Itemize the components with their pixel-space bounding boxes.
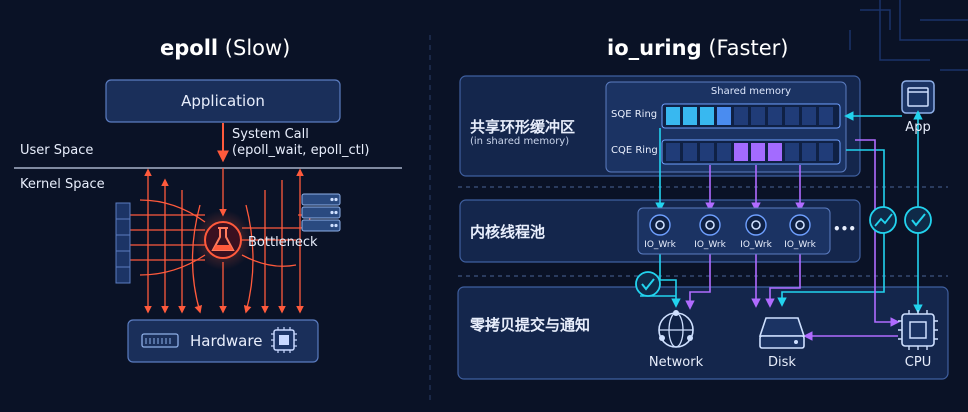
bottleneck-label: Bottleneck <box>248 235 318 250</box>
worker-label: IO_Wrk <box>644 240 676 250</box>
application-box <box>105 79 341 123</box>
io-uring-title: io_uring (Faster) <box>607 36 788 60</box>
cqe-ring <box>661 139 841 165</box>
kernel-space-label: Kernel Space <box>20 177 105 192</box>
io-uring-title-name: io_uring <box>607 36 702 60</box>
ram-module-icon <box>141 333 179 348</box>
worker-pool-box <box>637 207 831 255</box>
shared-buffer-title: 共享环形缓冲区 <box>470 118 576 136</box>
worker-label: IO_Wrk <box>694 240 726 250</box>
epoll-title-name: epoll <box>160 36 219 60</box>
gear-icon <box>745 214 767 236</box>
system-call-functions: (epoll_wait, epoll_ctl) <box>232 143 370 158</box>
sqe-ring-label: SQE Ring <box>611 109 658 120</box>
user-space-label: User Space <box>20 143 94 158</box>
shared-buffer-subtitle: (in shared memory) <box>470 136 570 147</box>
kernel-pool-title: 内核线程池 <box>470 223 546 241</box>
system-call-label: System Call <box>232 127 309 142</box>
server-rack-icon <box>301 193 341 232</box>
shared-memory-label: Shared memory <box>710 86 792 97</box>
zero-copy-lane <box>457 286 949 380</box>
worker-label: IO_Wrk <box>740 240 772 250</box>
check-circle-icon <box>635 271 661 297</box>
disk-drive-icon <box>758 317 806 349</box>
worker-label: IO_Wrk <box>784 240 816 250</box>
application-label: Application <box>181 92 265 110</box>
gear-icon <box>699 214 721 236</box>
disk-label: Disk <box>768 355 796 370</box>
chart-trend-icon <box>869 206 897 234</box>
network-label: Network <box>648 355 704 370</box>
sqe-ring <box>661 103 841 129</box>
app-window-icon <box>901 80 935 114</box>
chip-icon <box>271 327 297 353</box>
socket-stack <box>115 202 131 284</box>
flask-icon <box>204 221 242 259</box>
zero-copy-title: 零拷贝提交与通知 <box>470 316 591 334</box>
cpu-icon <box>898 310 938 350</box>
cpu-label: CPU <box>904 355 932 370</box>
circuit-decoration <box>849 0 968 71</box>
epoll-title-note: (Slow) <box>224 36 291 60</box>
io-uring-title-note: (Faster) <box>708 36 789 60</box>
more-workers-ellipsis: ••• <box>833 222 857 236</box>
network-globe-icon <box>658 310 694 348</box>
epoll-title: epoll (Slow) <box>160 36 290 60</box>
gear-icon <box>789 214 811 236</box>
hardware-label: Hardware <box>190 332 263 350</box>
app-label: App <box>905 120 931 135</box>
cqe-ring-label: CQE Ring <box>611 145 658 156</box>
check-circle-icon <box>904 206 932 234</box>
gear-icon <box>649 214 671 236</box>
hardware-box <box>127 319 319 363</box>
submission-paths <box>640 110 923 314</box>
